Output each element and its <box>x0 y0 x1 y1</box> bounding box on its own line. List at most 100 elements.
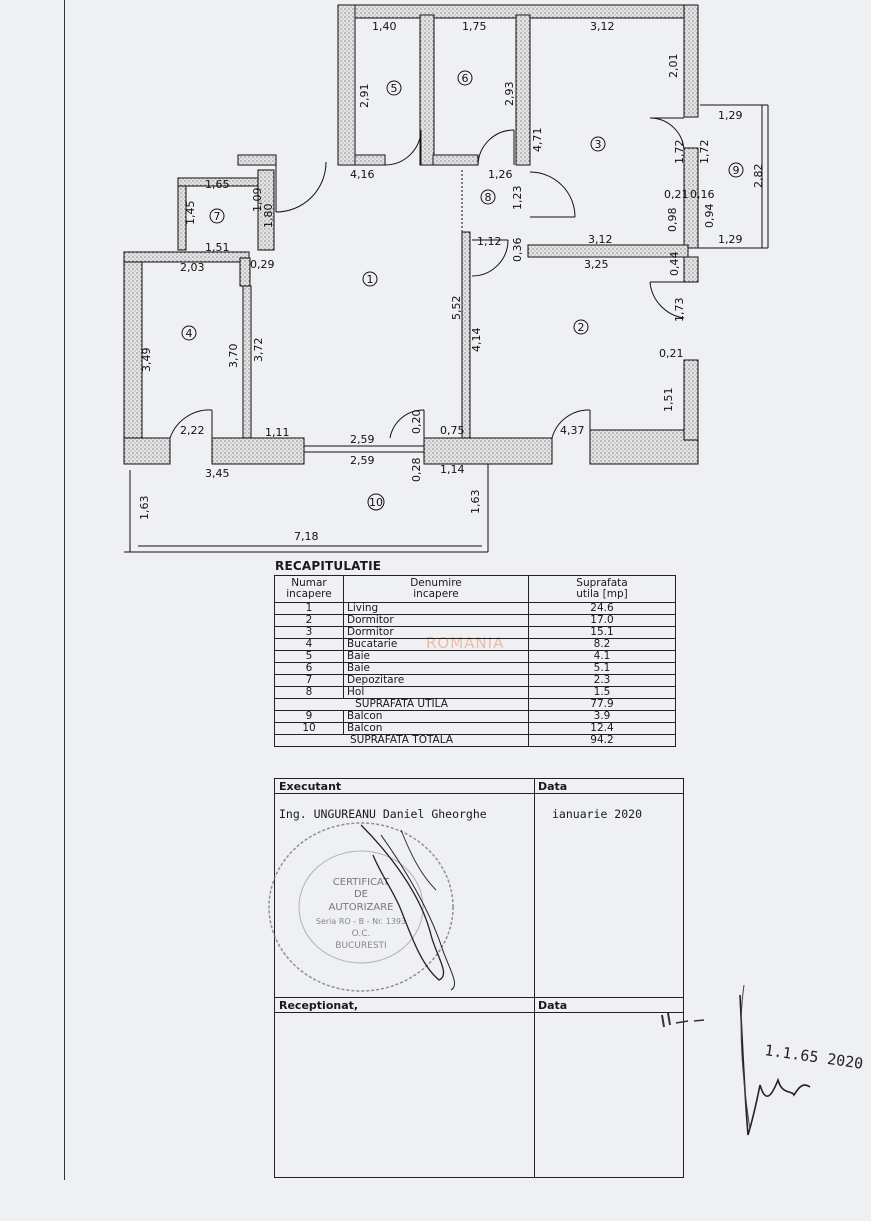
table-row: 5 Baie 4.1 <box>274 650 676 663</box>
room-number-8: 8 <box>485 191 492 204</box>
stamp-line: DE <box>354 889 368 900</box>
wall-bottom-right <box>589 429 699 465</box>
dim-label: 2,82 <box>752 164 765 189</box>
stamp-line: Seria RO - B - Nr. 1393 <box>316 917 406 926</box>
wall-room3-room2 <box>527 244 689 258</box>
total-area-row: SUPRAFATA TOTALA 94.2 <box>274 734 676 747</box>
handwritten-date: 1.1.65 2020 <box>763 1041 864 1073</box>
stamp-line: BUCURESTI <box>335 941 386 951</box>
dim-label: 2,91 <box>358 84 371 109</box>
dim-label: 0,29 <box>250 258 275 271</box>
dim-label: 0,36 <box>511 238 524 263</box>
wall-bath6-room3 <box>515 14 531 166</box>
wall-bath6-bottom <box>432 154 479 166</box>
wall-bottom-left <box>123 437 171 465</box>
dim-label: 3,25 <box>584 258 609 271</box>
wall-bath5-bottom <box>354 154 386 166</box>
table-row: 7 Depozitare 2.3 <box>274 674 676 687</box>
recap-title: RECAPITULATIE <box>275 559 382 573</box>
table-row: 2 Dormitor 17.0 <box>274 614 676 627</box>
dim-label: 1,63 <box>138 496 151 521</box>
dim-label: 4,16 <box>350 168 375 181</box>
wall-kitchen-top <box>123 251 250 263</box>
floor-plan: 5 6 3 9 8 7 1 4 2 10 1,40 1,75 3,12 2,01… <box>123 4 769 553</box>
dim-label: 2,93 <box>503 82 516 107</box>
useful-area-row: SUPRAFATA UTILA 77.9 <box>274 698 676 711</box>
dim-label: 1,45 <box>184 201 197 226</box>
dim-label: 4,71 <box>531 128 544 153</box>
table-row: 9 Balcon 3.9 <box>274 710 676 723</box>
wall-kitchen-stub <box>239 257 251 287</box>
dim-label: 1,75 <box>462 20 487 33</box>
useful-area-label: SUPRAFATA UTILA <box>274 698 529 711</box>
table-row: 4 Bucatarie 8.2 <box>274 638 676 651</box>
room-number-10: 10 <box>369 496 383 509</box>
dim-label: 0,21 <box>659 347 684 360</box>
dim-label: 3,49 <box>140 348 153 373</box>
date-value: ianuarie 2020 <box>552 807 643 821</box>
wall-storage-left <box>177 185 187 251</box>
dim-label: 1,09 <box>251 188 264 213</box>
date-label: Data <box>538 780 568 793</box>
dim-label: 0,44 <box>668 252 681 277</box>
dim-label: 1,80 <box>262 204 275 229</box>
walls <box>123 4 699 465</box>
table-row: 8 Hol 1.5 <box>274 686 676 699</box>
dim-label: 2,03 <box>180 261 205 274</box>
table-row: 3 Dormitor 15.1 <box>274 626 676 639</box>
dim-label: 4,14 <box>470 328 483 353</box>
dim-label: 0,16 <box>690 188 715 201</box>
room-number-9: 9 <box>733 164 740 177</box>
receptionat-label: Receptionat, <box>279 999 359 1012</box>
room-numbers: 5 6 3 9 8 7 1 4 2 10 <box>186 72 740 509</box>
dim-label: 0,21 <box>664 188 689 201</box>
dim-label: 1,23 <box>511 186 524 211</box>
room-number-5: 5 <box>391 82 398 95</box>
dim-label: 0,94 <box>703 204 716 229</box>
wall-kitchen-right <box>242 285 252 439</box>
dim-label: 1,72 <box>673 140 686 165</box>
dim-label: 3,72 <box>252 338 265 363</box>
room-number-1: 1 <box>367 273 374 286</box>
dim-label: 1,29 <box>718 233 743 246</box>
dim-label: 0,98 <box>666 208 679 233</box>
certification-stamp: CERTIFICAT DE AUTORIZARE Seria RO - B - … <box>268 822 455 992</box>
wall-bottom-mid <box>423 437 553 465</box>
total-area-value: 94.2 <box>528 734 676 747</box>
dim-label: 7,18 <box>294 530 319 543</box>
room-number-4: 4 <box>186 327 193 340</box>
wall-right-room3-top <box>683 4 699 118</box>
wall-right-room3-bottom <box>683 147 699 249</box>
divider-horizontal <box>275 1012 683 1013</box>
dim-label: 1,26 <box>488 168 513 181</box>
doors <box>169 117 685 439</box>
stamp-line: AUTORIZARE <box>329 902 394 913</box>
dim-label: 2,59 <box>350 433 375 446</box>
signature-box: Executant Data Ing. UNGUREANU Daniel Ghe… <box>268 778 684 1178</box>
table-row: 6 Baie 5.1 <box>274 662 676 675</box>
room-number-2: 2 <box>578 321 585 334</box>
divider-vertical <box>534 779 535 1177</box>
dim-label: 1,51 <box>205 241 230 254</box>
dim-label: 4,37 <box>560 424 585 437</box>
dim-label: 2,01 <box>667 54 680 79</box>
dim-label: 1,51 <box>662 388 675 413</box>
wall-right-room2 <box>683 359 699 441</box>
dim-label: 3,12 <box>588 233 613 246</box>
dim-label: 3,12 <box>590 20 615 33</box>
dim-label: 2,22 <box>180 424 205 437</box>
dim-label: 1,65 <box>205 178 230 191</box>
dim-label: 1,63 <box>469 490 482 515</box>
dim-label: 1,11 <box>265 426 290 439</box>
dim-label: 3,45 <box>205 467 230 480</box>
wall-bath5-bath6 <box>419 14 435 166</box>
useful-area-value: 77.9 <box>528 698 676 711</box>
page-edge-line <box>64 0 65 1180</box>
handwritten-signature: 1.1.65 2020 <box>661 984 864 1136</box>
divider-horizontal <box>275 997 683 998</box>
dim-label: 0,20 <box>410 410 423 435</box>
wall-storage-right <box>257 169 275 251</box>
